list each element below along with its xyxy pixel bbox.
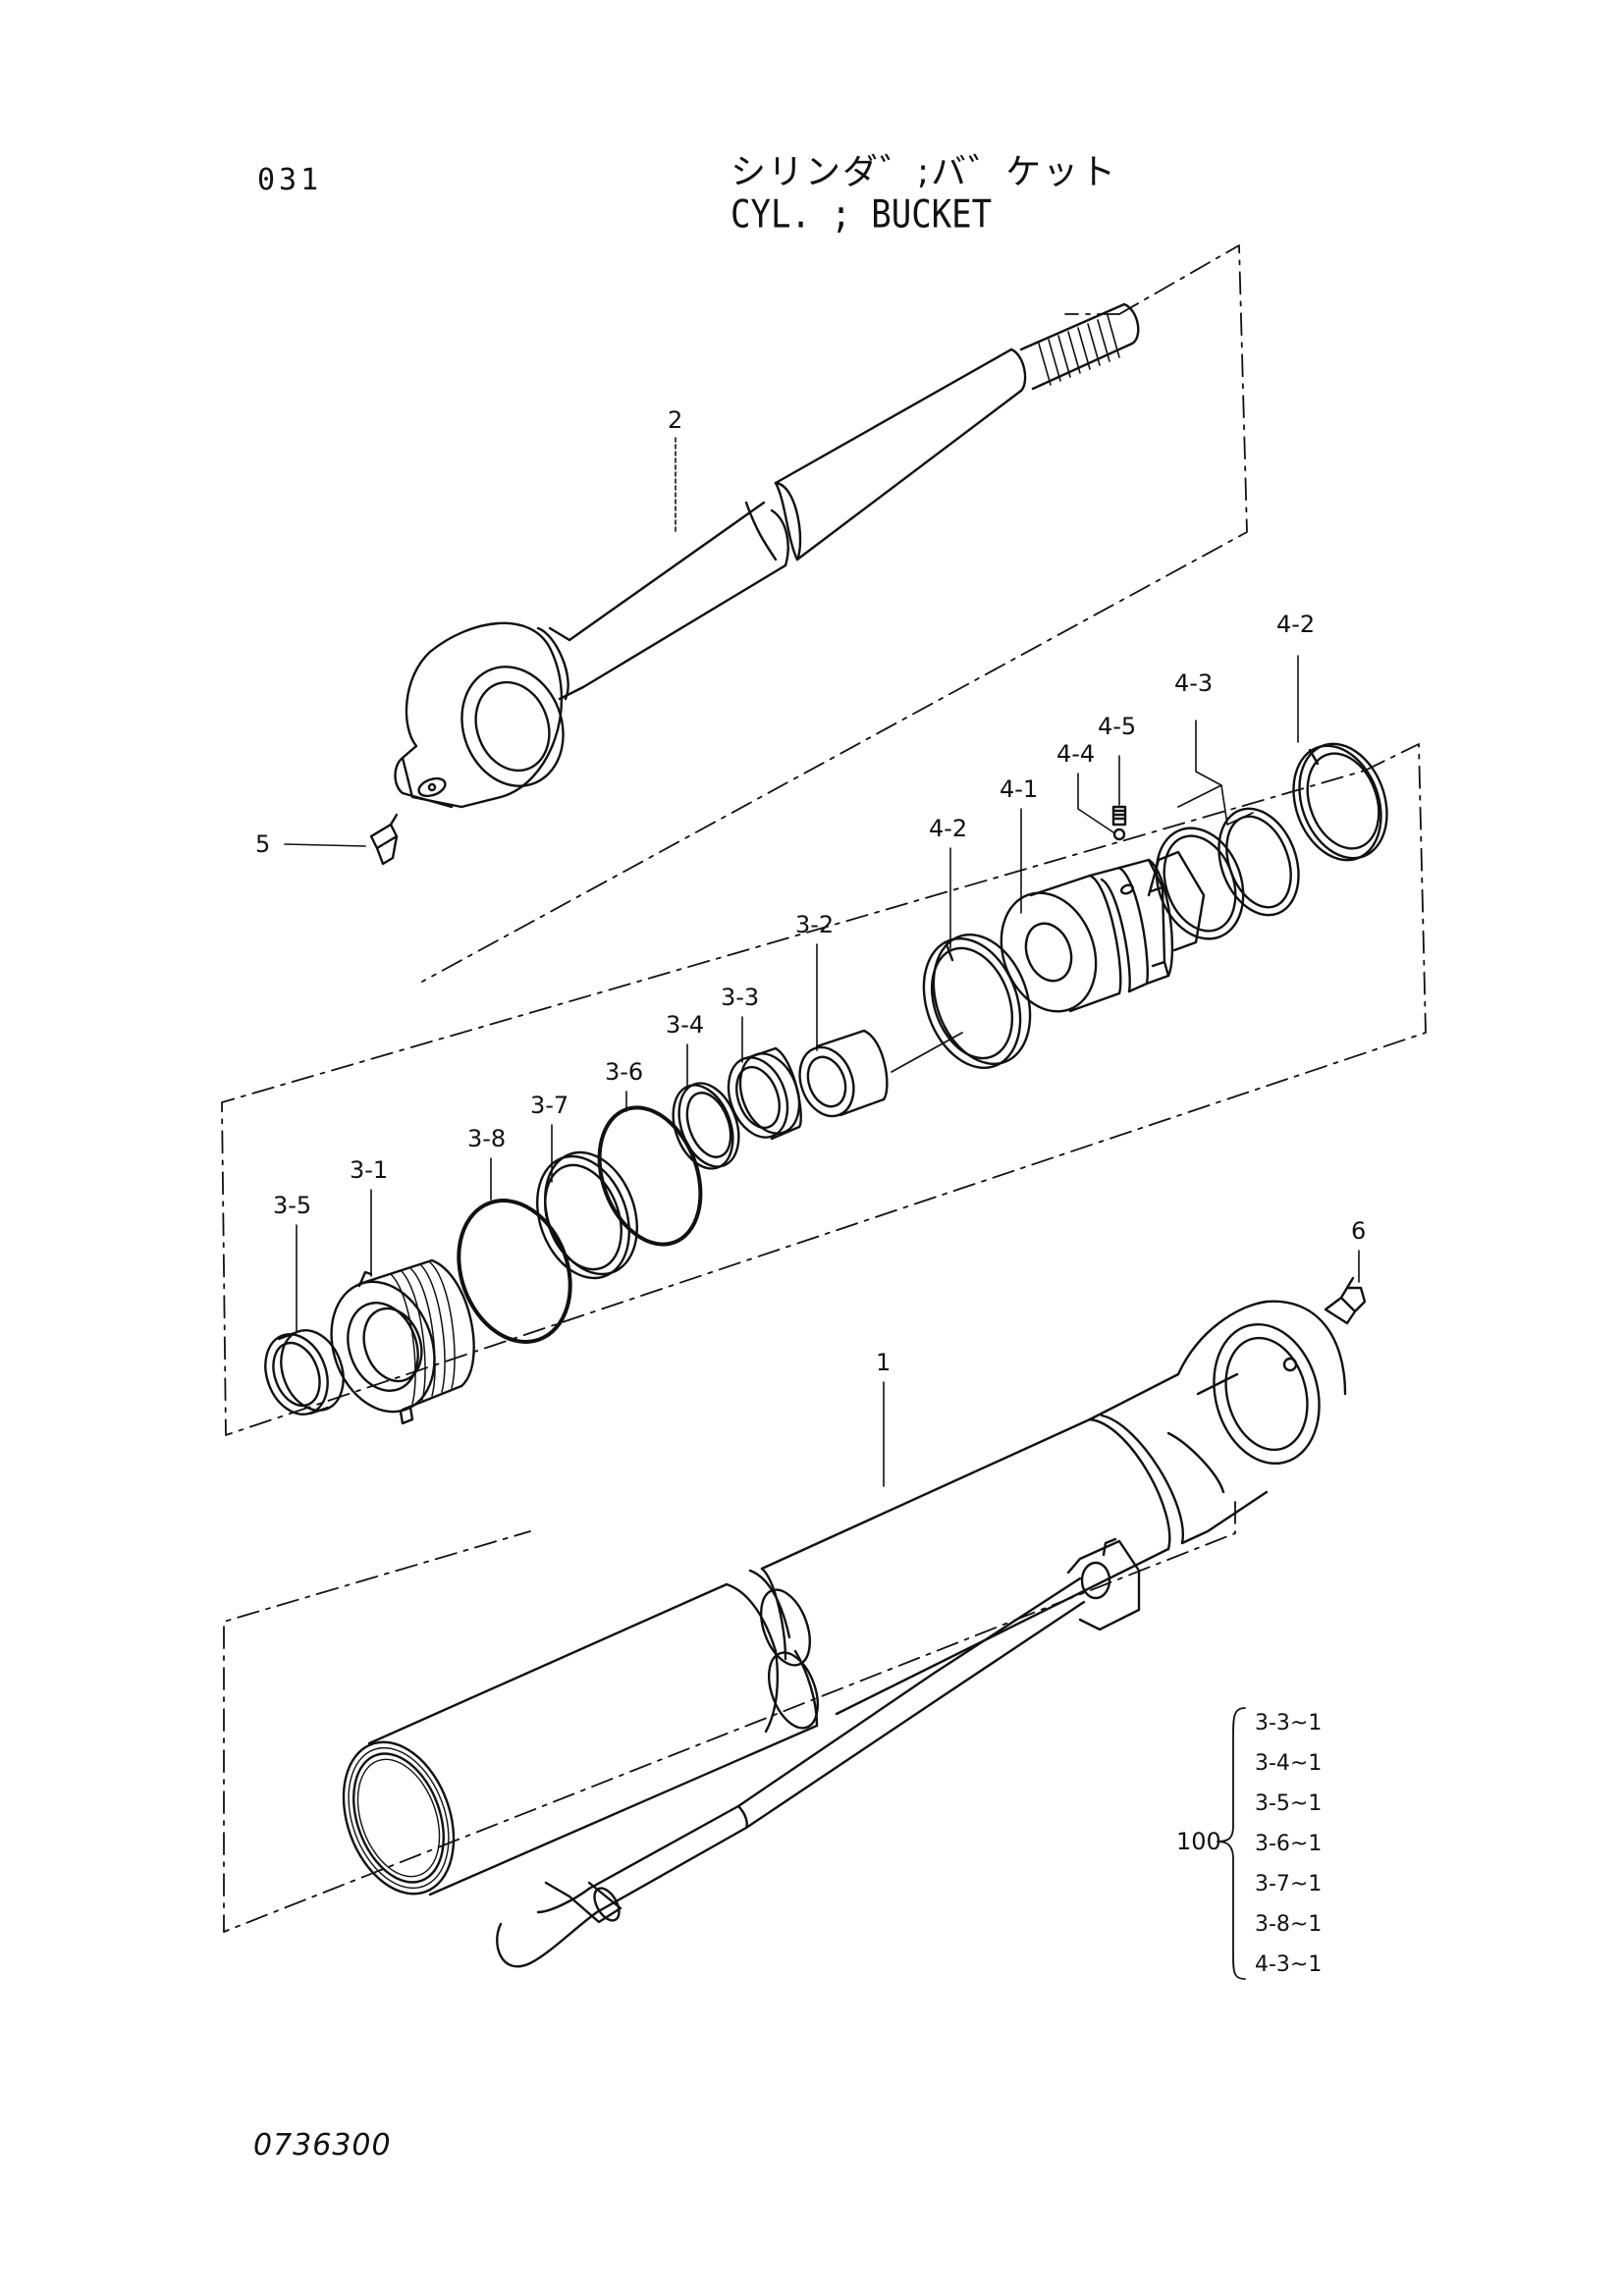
cylinder-tube [342,1300,1347,1896]
callout-3-8: 3-8 [467,1125,506,1152]
seal-kit-item: 3-3~1 [1255,1711,1322,1735]
seal-kit-item: 3-8~1 [1255,1912,1322,1937]
callout-5: 5 [255,830,270,858]
drawing-number: 0736300 [253,2128,392,2163]
callout-4-2-right: 4-2 [1276,611,1315,638]
rod-group-boundary [421,244,1248,983]
slide-ring-4-2-left [922,933,1032,1070]
callout-4-2-left: 4-2 [929,815,967,842]
u-ring-3-3 [727,1046,802,1141]
callout-3-4: 3-4 [666,1011,704,1039]
callout-4-5: 4-5 [1098,713,1136,740]
seal-kit-brace [1217,1707,1246,1980]
tube-group-boundary [223,1501,1236,1933]
grease-fitting-5 [369,813,399,866]
callout-6: 6 [1351,1217,1366,1245]
seal-kit-item: 3-4~1 [1255,1751,1322,1776]
piston-group-boundary [221,743,1427,1436]
callout-2: 2 [668,406,682,434]
seal-kit-item: 3-7~1 [1255,1872,1322,1896]
slide-ring-4-2-right [1292,742,1388,862]
callout-3-1: 3-1 [350,1156,388,1184]
callout-3-2: 3-2 [795,911,834,938]
seal-kit-number: 100 [1176,1828,1221,1855]
callout-3-3: 3-3 [721,984,759,1011]
callout-labels: 2 5 3-5 3-1 3-8 3-7 3-6 3-4 3-3 3-2 4-2 … [255,406,1366,1376]
callout-3-7: 3-7 [530,1092,568,1119]
backup-ring-3-7 [536,1150,638,1280]
callout-4-4: 4-4 [1056,740,1095,768]
seal-kit-item: 3-5~1 [1255,1791,1322,1816]
steel-ball-4-4 [1112,828,1126,841]
title-japanese: シリンダ゛;バ゛ケット [730,152,1118,192]
callout-3-6: 3-6 [605,1058,643,1086]
leader-lines [284,437,1360,1487]
dust-seal-3-5 [264,1329,345,1415]
callout-1: 1 [876,1349,891,1376]
o-ring-3-6 [597,1105,703,1247]
piston-4-1 [1000,850,1206,1013]
callout-4-1: 4-1 [1000,775,1038,803]
o-ring-3-8 [457,1199,572,1344]
set-screw-4-5 [1111,805,1127,827]
callout-3-5: 3-5 [273,1192,311,1219]
elbow-fitting-6 [1324,1276,1367,1325]
pipe-assembly [496,1576,1086,1968]
rod-cover-3-1 [330,1258,475,1425]
seal-kit-item: 4-3~1 [1255,1952,1322,1977]
seal-kit-list: 100 3-3~1 3-4~1 3-5~1 3-6~1 3-7~1 3-8~1 … [1176,1707,1322,1980]
title-english: CYL. ; BUCKET [730,192,993,238]
piston-rod [394,302,1140,809]
seal-kit-item: 3-6~1 [1255,1832,1322,1856]
bushing-3-2 [798,1029,889,1118]
page-number: 031 [257,163,323,197]
callout-4-3: 4-3 [1174,669,1213,697]
